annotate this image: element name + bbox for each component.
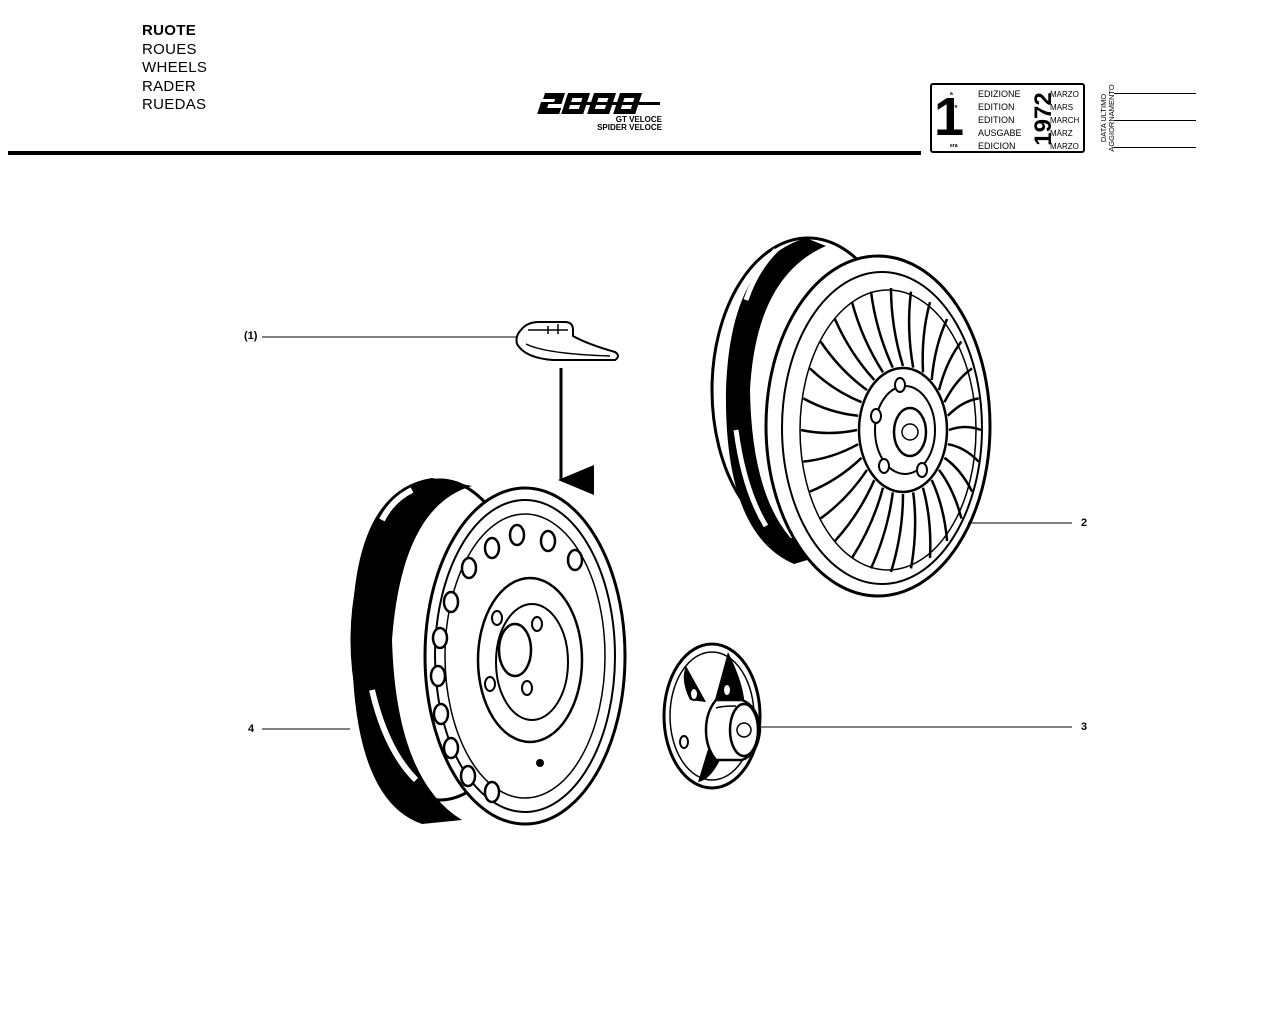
wheel-spoke <box>803 443 859 463</box>
wheel-spoke <box>819 469 869 520</box>
wheel-spoke <box>909 492 917 569</box>
wheel-spoke <box>869 492 895 569</box>
callout-4: 4 <box>248 723 255 735</box>
title-wheels: WHEELS <box>142 59 208 77</box>
title-roues: ROUES <box>142 40 197 58</box>
wheel-spoke <box>921 487 932 558</box>
edition-sup: . <box>950 130 952 136</box>
wheel-spoke <box>889 287 905 367</box>
edition-label: EDIZIONE <box>978 89 1021 99</box>
edition-sup: a <box>950 91 953 97</box>
edition-number: 1 <box>934 87 965 147</box>
wheel-spoke <box>889 493 905 573</box>
wheel-spoke <box>809 367 863 404</box>
wheel-spoke <box>948 425 982 432</box>
header-rule <box>8 151 921 155</box>
wheel-spoke <box>833 479 876 542</box>
update-line <box>1114 147 1196 148</box>
section-titles: RUOTE ROUES WHEELS RADER RUEDAS <box>142 22 207 115</box>
edition-month: MARZO <box>1050 90 1079 99</box>
variant-gt-veloce: GT VELOCE <box>615 115 662 124</box>
callout-3: 3 <box>1081 721 1088 733</box>
wheel-spoke <box>833 318 876 381</box>
hub-cap-figure <box>662 642 762 790</box>
model-logo: GT VELOCE SPIDER VELOCE <box>536 90 662 138</box>
wheel-spoke <box>850 487 885 559</box>
update-line <box>1114 93 1196 94</box>
edition-month: MÄRZ <box>1050 129 1073 138</box>
callout-1: (1) <box>244 330 258 342</box>
update-line <box>1114 120 1196 121</box>
wheel-spoke <box>850 301 885 373</box>
edition-sup: era <box>950 143 958 149</box>
wheel-spoke <box>809 456 863 493</box>
title-ruedas: RUEDAS <box>142 96 207 114</box>
title-rader: RADER <box>142 77 197 95</box>
edition-label: EDITION <box>978 102 1015 112</box>
wheel-spoke <box>930 318 949 381</box>
steel-wheel-figure <box>350 478 627 826</box>
wheel-spoke <box>943 456 974 493</box>
edition-month: MARS <box>1050 103 1074 112</box>
callout-2: 2 <box>1081 517 1088 529</box>
edition-label: EDICION <box>978 141 1016 151</box>
wheel-spoke <box>869 291 894 369</box>
wheel-spoke <box>921 301 932 373</box>
wheel-spoke <box>819 340 868 392</box>
wheel-spoke <box>907 291 915 368</box>
edition-box: 1 a ère st . era EDIZIONE EDITION EDITIO… <box>930 83 1085 153</box>
edition-sup: st <box>950 117 955 123</box>
variant-spider-veloce: SPIDER VELOCE <box>597 123 662 132</box>
wheel-spoke <box>800 428 858 435</box>
alloy-wheel-figure <box>710 236 992 598</box>
edition-label: AUSGABE <box>978 128 1022 138</box>
edition-month: MARZO <box>1050 142 1079 151</box>
logo-2000-graphic <box>537 93 660 114</box>
wheel-spoke <box>943 367 973 403</box>
wheel-spoke <box>938 469 963 519</box>
wheel-spoke <box>946 397 979 417</box>
edition-sup: ère <box>950 104 958 110</box>
edition-month: MARCH <box>1050 116 1080 125</box>
title-ruote: RUOTE <box>142 22 196 39</box>
balance-weight-figure <box>515 321 619 361</box>
edition-label: EDITION <box>978 115 1015 125</box>
wheel-spoke <box>930 479 949 542</box>
wheel-spoke <box>947 442 980 463</box>
wheel-spoke <box>937 340 963 391</box>
wheel-spoke <box>802 397 859 418</box>
